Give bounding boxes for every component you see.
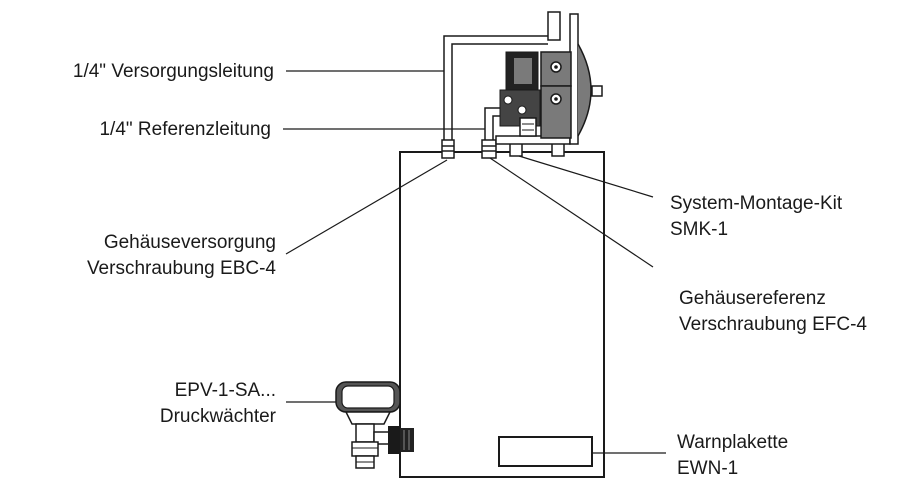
label-housing-supply: Gehäuseversorgung Verschraubung EBC-4 xyxy=(87,230,276,282)
supply-tube xyxy=(443,35,556,140)
reference-fitting xyxy=(481,139,497,159)
label-pressure-switch: EPV-1-SA... Druckwächter xyxy=(160,378,276,430)
leader-mounting-kit xyxy=(518,155,654,198)
warning-plate-line-2: EWN-1 xyxy=(677,458,739,479)
mounting-kit-line-2: SMK-1 xyxy=(670,219,729,240)
label-supply-line: 1/4" Versorgungsleitung xyxy=(72,61,274,82)
leader-lines xyxy=(283,70,666,454)
label-mounting-kit: System-Montage-Kit SMK-1 xyxy=(670,191,842,243)
pressure-switch-line-1: EPV-1-SA... xyxy=(174,380,276,401)
supply-fitting xyxy=(441,139,455,159)
leader-housing-reference xyxy=(489,157,654,268)
label-housing-reference: Gehäusereferenz Verschraubung EFC-4 xyxy=(679,286,867,338)
pressure-switch xyxy=(335,381,414,469)
housing-reference-line-2: Verschraubung EFC-4 xyxy=(679,314,867,335)
warning-plate xyxy=(498,436,593,467)
label-reference-line: 1/4" Referenzleitung xyxy=(99,119,271,140)
leader-housing-supply xyxy=(285,159,448,255)
warning-plate-line-1: Warnplakette xyxy=(677,432,789,453)
housing-reference-line-1: Gehäusereferenz xyxy=(679,288,826,309)
label-warning-plate: Warnplakette EWN-1 xyxy=(677,430,788,482)
housing-box xyxy=(399,151,605,478)
pressure-switch-line-2: Druckwächter xyxy=(159,406,276,427)
housing-supply-line-1: Gehäuseversorgung xyxy=(103,232,276,253)
mounting-kit-line-1: System-Montage-Kit xyxy=(670,193,843,214)
housing-supply-line-2: Verschraubung EBC-4 xyxy=(86,258,276,279)
purge-unit xyxy=(499,11,603,145)
top-fittings xyxy=(441,139,565,159)
